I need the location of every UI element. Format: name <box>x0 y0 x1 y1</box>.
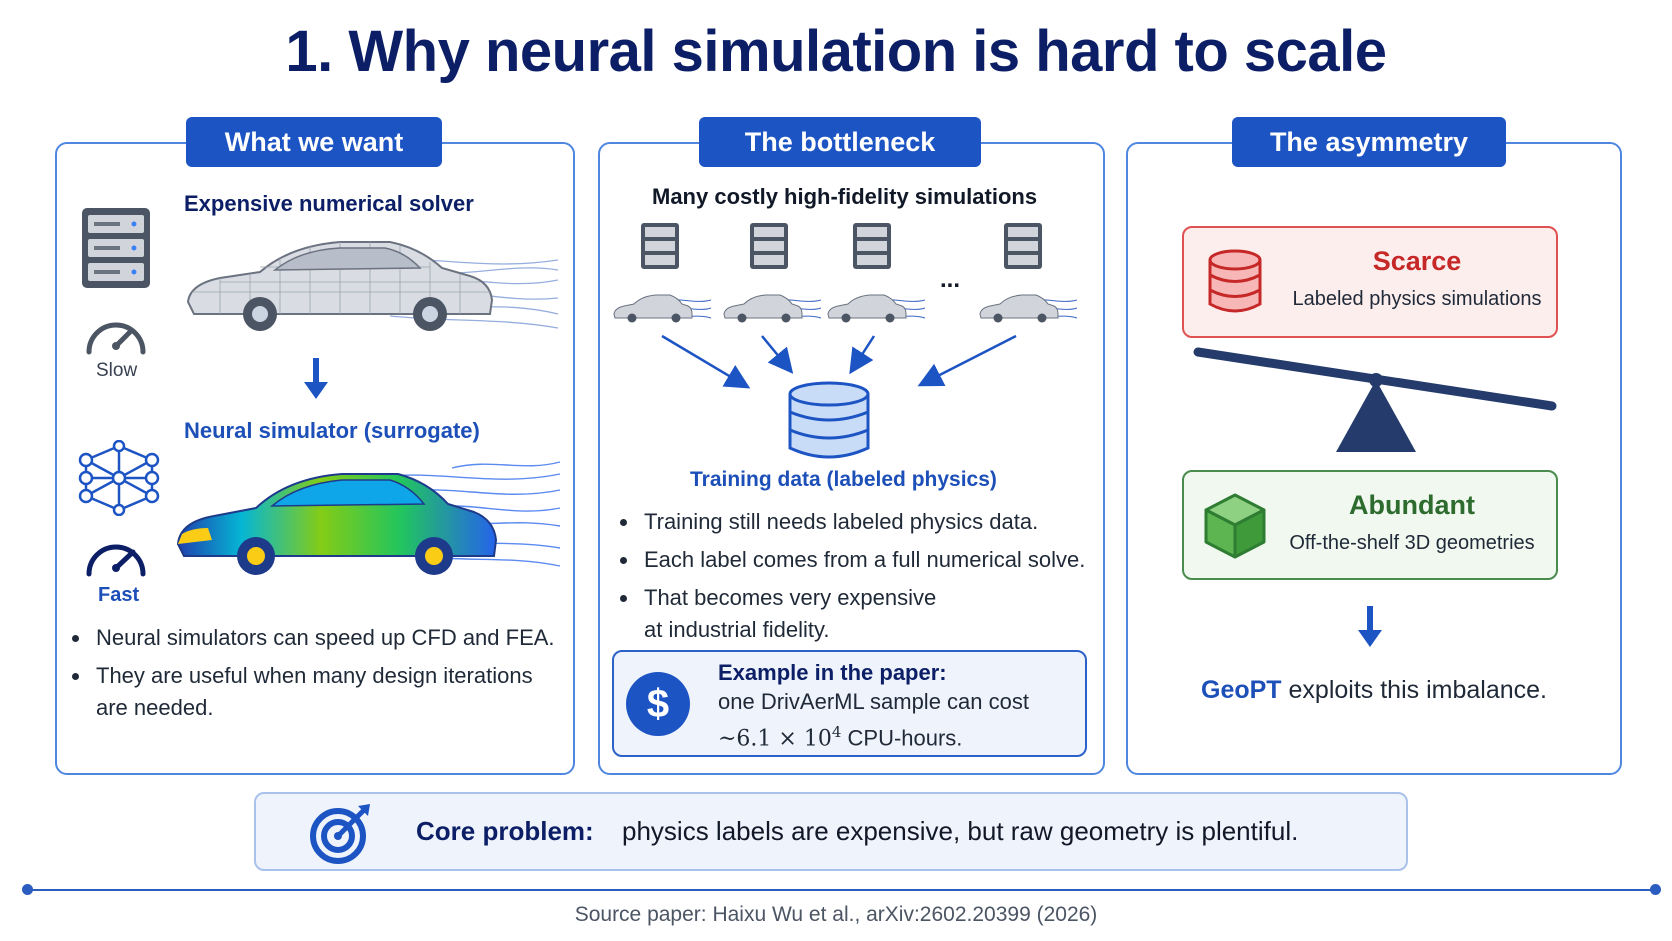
cost-prefix: ~6.1 × 10 <box>718 726 832 752</box>
fast-label: Fast <box>98 584 140 606</box>
training-data-label: Training data (labeled physics) <box>690 468 997 491</box>
cost-exponent: 4 <box>831 723 842 741</box>
converging-arrows <box>661 334 1017 389</box>
divider-dot-left <box>22 884 33 895</box>
small-car-image <box>723 294 822 323</box>
list-item: Each label comes from a full numerical s… <box>616 544 1086 576</box>
geopt-name: GeoPT <box>1201 676 1282 704</box>
core-text: physics labels are expensive, but raw ge… <box>622 816 1299 846</box>
small-car-image <box>827 294 926 323</box>
footer-divider <box>26 889 1658 891</box>
source-citation: Source paper: Haixu Wu et al., arXiv:260… <box>574 903 1098 926</box>
scarce-subtitle: Labeled physics simulations <box>1292 288 1542 310</box>
fast-gauge-icon <box>86 544 146 577</box>
arrow-down-icon <box>304 358 328 399</box>
list-item: That becomes very expensive at industria… <box>616 582 956 646</box>
database-red-icon <box>1208 249 1262 313</box>
bottleneck-bullets: Training still needs labeled physics dat… <box>616 506 1086 652</box>
scarce-box: Scarce Labeled physics simulations <box>1182 226 1558 338</box>
list-item: Neural simulators can speed up CFD and F… <box>68 622 558 654</box>
list-item: They are useful when many design iterati… <box>68 660 558 724</box>
abundant-title: Abundant <box>1349 490 1475 520</box>
example-callout: $ Example in the paper: one DrivAerML sa… <box>612 650 1087 757</box>
slow-gauge-icon <box>86 322 146 355</box>
solver-heading: Expensive numerical solver <box>184 191 474 216</box>
divider-dot-right <box>1650 884 1661 895</box>
server-icon <box>853 223 891 269</box>
scarce-title: Scarce <box>1372 246 1462 276</box>
page-title: 1. Why neural simulation is hard to scal… <box>285 19 1387 84</box>
seesaw-icon <box>1193 347 1557 452</box>
target-icon <box>310 804 370 864</box>
mesh-car-image <box>186 241 559 331</box>
conclusion-rest: exploits this imbalance. <box>1281 676 1547 704</box>
list-item: Training still needs labeled physics dat… <box>616 506 1086 538</box>
slow-label: Slow <box>96 360 138 381</box>
server-icon <box>1004 223 1042 269</box>
database-icon <box>788 381 870 459</box>
server-icon <box>641 223 679 269</box>
core-problem-bar: Core problem: physics labels are expensi… <box>254 792 1408 871</box>
example-cost: ~6.1 × 104 CPU-hours. <box>718 716 962 755</box>
ellipsis-label: ... <box>940 266 961 293</box>
sims-heading: Many costly high-fidelity simulations <box>652 184 1038 209</box>
surrogate-heading: Neural simulator (surrogate) <box>184 418 480 443</box>
dollar-icon: $ <box>626 672 690 736</box>
core-label: Core problem: <box>416 816 594 846</box>
abundant-box: Abundant Off-the-shelf 3D geometries <box>1182 470 1558 580</box>
cost-suffix: CPU-hours. <box>841 725 963 751</box>
conclusion-text: GeoPT exploits this imbalance. <box>1126 676 1622 705</box>
want-bullets: Neural simulators can speed up CFD and F… <box>68 622 558 730</box>
server-icon <box>750 223 788 269</box>
server-icon <box>82 208 150 288</box>
panel-label-bottleneck: The bottleneck <box>699 117 981 167</box>
abundant-subtitle: Off-the-shelf 3D geometries <box>1289 532 1535 554</box>
small-car-image <box>613 294 712 323</box>
example-heading: Example in the paper: <box>718 660 947 685</box>
arrow-down-icon <box>1358 606 1382 647</box>
example-line1: one DrivAerML sample can cost <box>718 689 1029 714</box>
panel-label-asymmetry: The asymmetry <box>1232 117 1506 167</box>
surrogate-car-image <box>176 461 561 575</box>
small-car-image <box>979 294 1078 323</box>
neural-network-icon <box>78 440 160 516</box>
cube-icon <box>1204 493 1266 559</box>
panel-label-what-we-want: What we want <box>186 117 442 167</box>
